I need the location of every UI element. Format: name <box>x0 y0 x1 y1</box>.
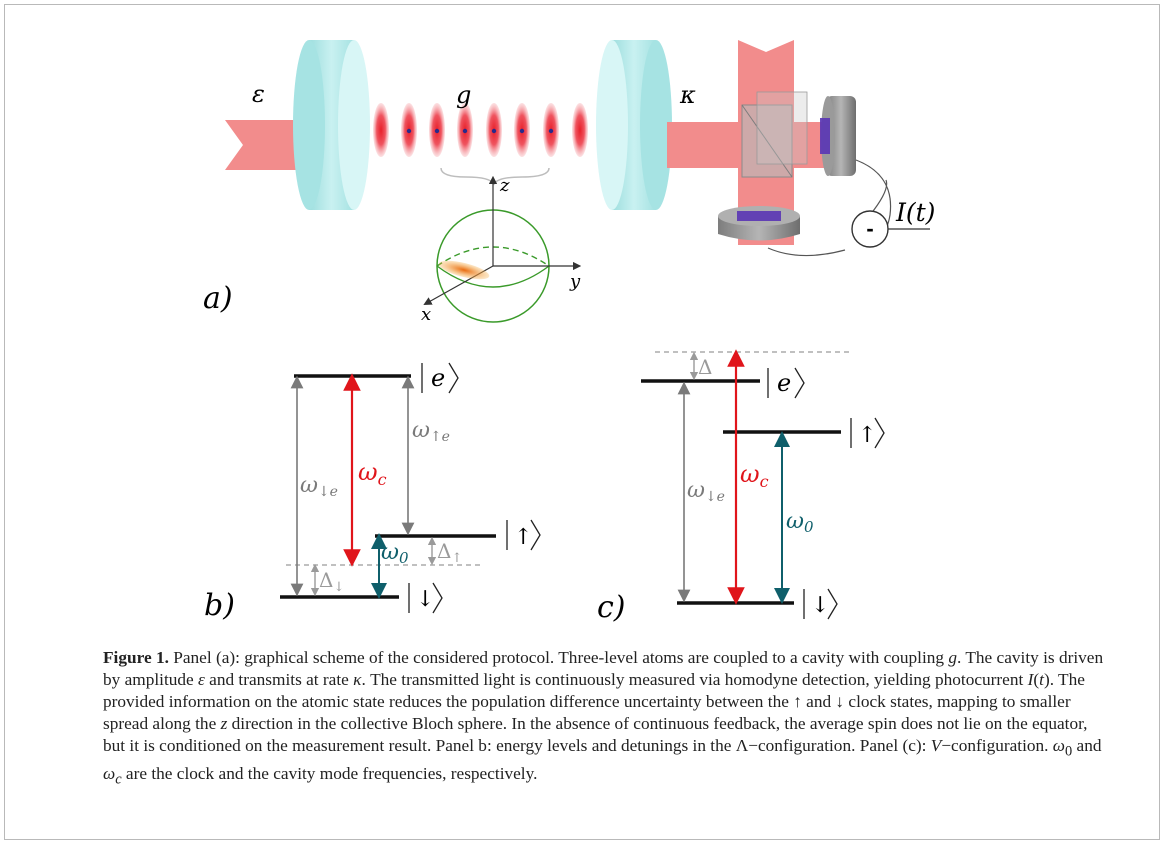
panel-a-cavity-scheme: - I(t) ε g κ z y x a) <box>203 40 935 325</box>
subtractor-sign: - <box>866 216 873 241</box>
panel-c-v-levels: Δ ω↓e ωc ω0 e ↑ ↓ c) <box>597 349 885 625</box>
label-delta-c: Δ <box>698 355 712 379</box>
svg-text:↑: ↑ <box>514 525 532 550</box>
panel-c-label: c) <box>597 590 626 625</box>
drive-symbol: ε <box>252 80 265 108</box>
svg-text:e: e <box>431 364 445 392</box>
photocurrent-label: I(t) <box>895 198 935 227</box>
label-omega-c: ωc <box>358 458 387 489</box>
panel-b-lambda-levels: ω↓e ωc ω↑e ω0 Δ↓ Δ↑ e ↑ ↓ b) <box>204 362 541 623</box>
svg-text:↓: ↓ <box>811 593 829 618</box>
spin-distribution <box>438 260 490 280</box>
decay-symbol: κ <box>679 81 696 109</box>
svg-text:↑: ↑ <box>858 423 876 448</box>
label-omega-0-c: ω0 <box>786 509 814 536</box>
label-omega-up-e: ω↑e <box>412 418 450 445</box>
wire-bottom <box>767 247 846 257</box>
axis-y-label: y <box>569 271 581 292</box>
ket-up-c: ↑ <box>850 417 885 449</box>
axis-x-label: x <box>421 304 431 325</box>
label-delta-up: Δ↑ <box>437 539 462 566</box>
ket-e-c: e <box>767 367 805 399</box>
panel-a-label: a) <box>203 281 233 316</box>
detector-right <box>820 96 856 176</box>
ket-up-b: ↑ <box>506 519 541 551</box>
subtractor: - <box>851 210 930 248</box>
panel-b-label: b) <box>204 588 235 623</box>
ensemble-brace <box>440 167 550 186</box>
bloch-sphere: z y x <box>421 175 582 325</box>
figure-caption: Figure 1. Panel (a): graphical scheme of… <box>103 648 1104 788</box>
beam-splitter <box>741 91 808 178</box>
input-beam <box>225 120 310 170</box>
standing-wave <box>373 103 617 157</box>
svg-text:↓: ↓ <box>416 587 434 612</box>
label-omega-down-e-c: ω↓e <box>687 478 725 505</box>
label-omega-c-c: ωc <box>740 460 769 491</box>
left-mirror <box>293 40 370 210</box>
ket-e-b: e <box>421 362 459 394</box>
right-mirror <box>596 40 672 210</box>
figure-label: Figure 1. <box>103 648 169 667</box>
detector-bottom <box>718 206 800 241</box>
label-omega-down-e: ω↓e <box>300 473 338 500</box>
axis-z-label: z <box>499 175 510 196</box>
label-delta-down: Δ↓ <box>319 568 344 595</box>
svg-text:e: e <box>777 369 791 397</box>
coupling-symbol: g <box>456 81 471 109</box>
ket-down-b: ↓ <box>408 582 443 614</box>
ket-down-c: ↓ <box>803 588 838 620</box>
label-omega-0: ω0 <box>381 540 409 567</box>
